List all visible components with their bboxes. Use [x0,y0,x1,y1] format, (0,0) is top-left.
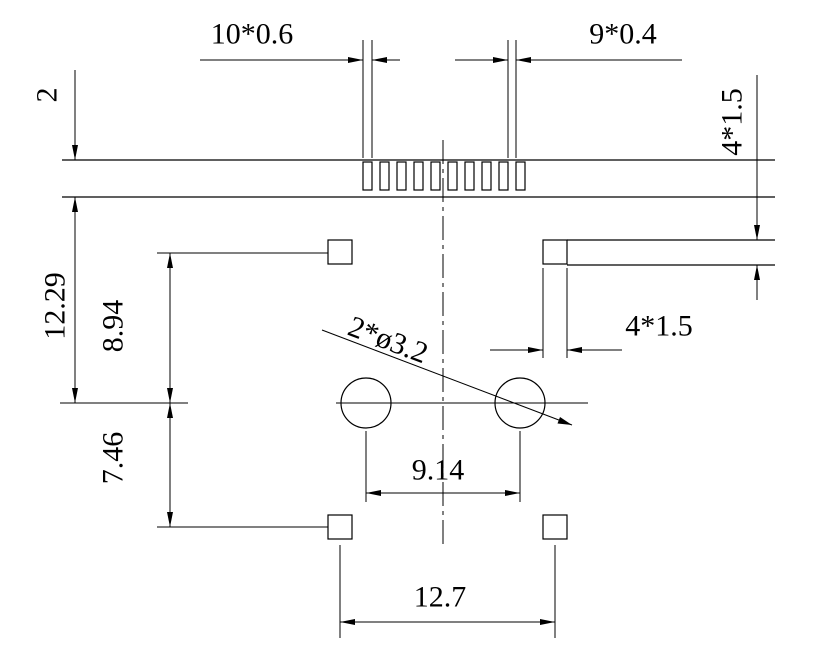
dim-strip-to-hole: 12.29 [39,197,188,404]
dim-strip-thickness: 2 [31,70,78,160]
dim-label-hole-to-pad: 7.46 [97,432,130,485]
dim-label-pad-pitch: 12.7 [414,581,467,614]
dim-label-pad-size: 4*1.5 [625,310,693,343]
dim-label-pad-to-hole: 8.94 [97,300,130,353]
dim-hole-leader: 2*ø3.2 [321,310,573,426]
dim-pin-width: 10*0.6 [200,18,400,158]
body-strip [62,159,775,198]
dim-label-hole-spec: 2*ø3.2 [344,310,433,370]
dim-label-pin-width: 10*0.6 [211,18,294,51]
dim-pad-pitch: 12.7 [339,545,556,638]
pin-array [362,161,526,191]
corner-pads [327,239,568,540]
dim-pin-gap: 9*0.4 [455,18,682,158]
dim-label-hole-pitch: 9.14 [412,454,465,487]
dim-hole-to-pad: 7.46 [97,403,328,528]
side-tab-lines [567,239,775,266]
dim-pad-size: 4*1.5 [490,268,693,358]
dim-label-side-tab: 4*1.5 [716,88,749,156]
dim-label-strip-to-hole: 12.29 [39,272,72,340]
dim-side-tab: 4*1.5 [716,75,760,300]
dim-hole-pitch: 9.14 [365,431,521,502]
dim-pad-to-hole: 8.94 [97,252,328,403]
dim-label-pin-gap: 9*0.4 [589,18,657,51]
dim-label-strip-thickness: 2 [31,88,64,103]
